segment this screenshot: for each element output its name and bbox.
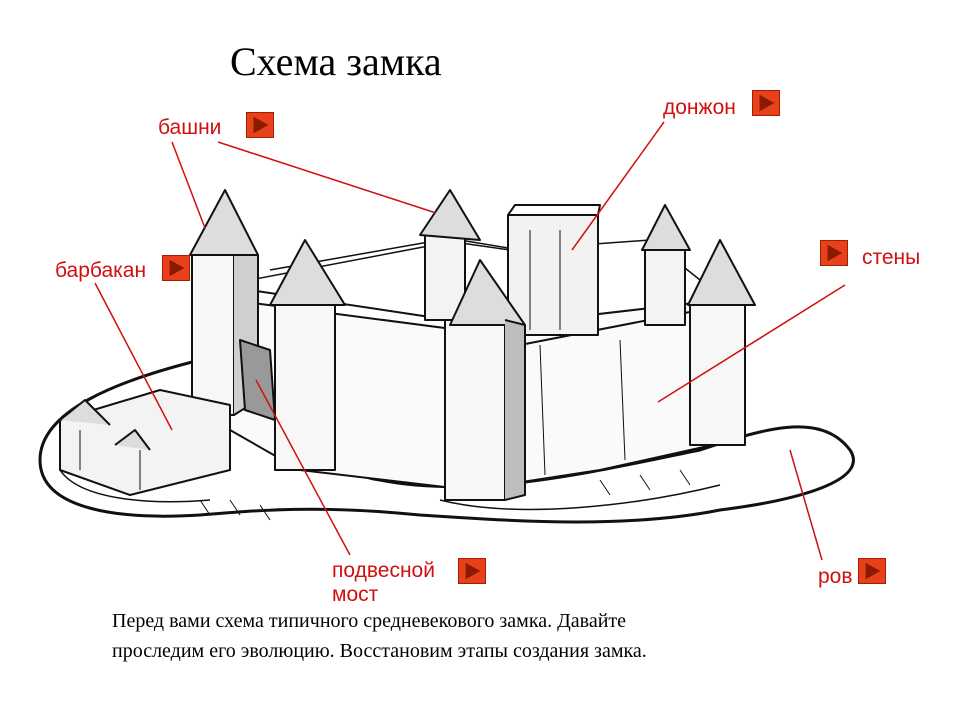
play-arrow-icon [865, 562, 881, 580]
play-arrow-icon [169, 259, 185, 277]
barbican-structure [59, 389, 231, 496]
caption-line-1: Перед вами схема типичного средневековог… [112, 610, 627, 632]
tower-right-front [687, 239, 756, 446]
tower-mid-left [269, 239, 346, 471]
caption-line-2: проследим его эволюцию. Восстановим этап… [112, 640, 647, 662]
towers-play-button[interactable] [246, 112, 274, 138]
play-arrow-icon [759, 94, 775, 112]
page-title: Схема замка [230, 39, 442, 84]
castle-drawing [38, 189, 855, 524]
label-drawbridge: подвесной мост [332, 559, 435, 607]
barbican-play-button[interactable] [162, 255, 190, 281]
leader-donjon [571, 121, 665, 251]
leader-barbican [94, 282, 173, 431]
walls-play-button[interactable] [820, 240, 848, 266]
label-walls: стены [862, 246, 921, 269]
donjon-play-button[interactable] [752, 90, 780, 116]
moat-play-button[interactable] [858, 558, 886, 584]
label-donjon: донжон [663, 96, 736, 119]
leader-towers-right [217, 141, 437, 214]
play-arrow-icon [253, 116, 269, 134]
tower-rear-right [641, 204, 691, 326]
caption-text: Перед вами схема типичного средневековог… [112, 606, 812, 666]
tower-left-front [189, 189, 259, 416]
tower-front-center [444, 259, 526, 501]
label-towers: башни [158, 116, 222, 139]
drawbridge-play-button[interactable] [458, 558, 486, 584]
play-arrow-icon [465, 562, 481, 580]
leader-lines [94, 121, 846, 561]
play-arrow-icon [827, 244, 843, 262]
drawbridge-structure [239, 339, 276, 421]
leader-towers-left [171, 141, 206, 229]
leader-moat [789, 449, 823, 561]
label-drawbridge-line2: мост [332, 583, 379, 606]
label-barbican: барбакан [55, 259, 147, 282]
label-moat: ров [818, 565, 853, 588]
leader-drawbridge [255, 379, 351, 556]
leader-walls [657, 284, 846, 403]
label-drawbridge-line1: подвесной [332, 559, 435, 582]
